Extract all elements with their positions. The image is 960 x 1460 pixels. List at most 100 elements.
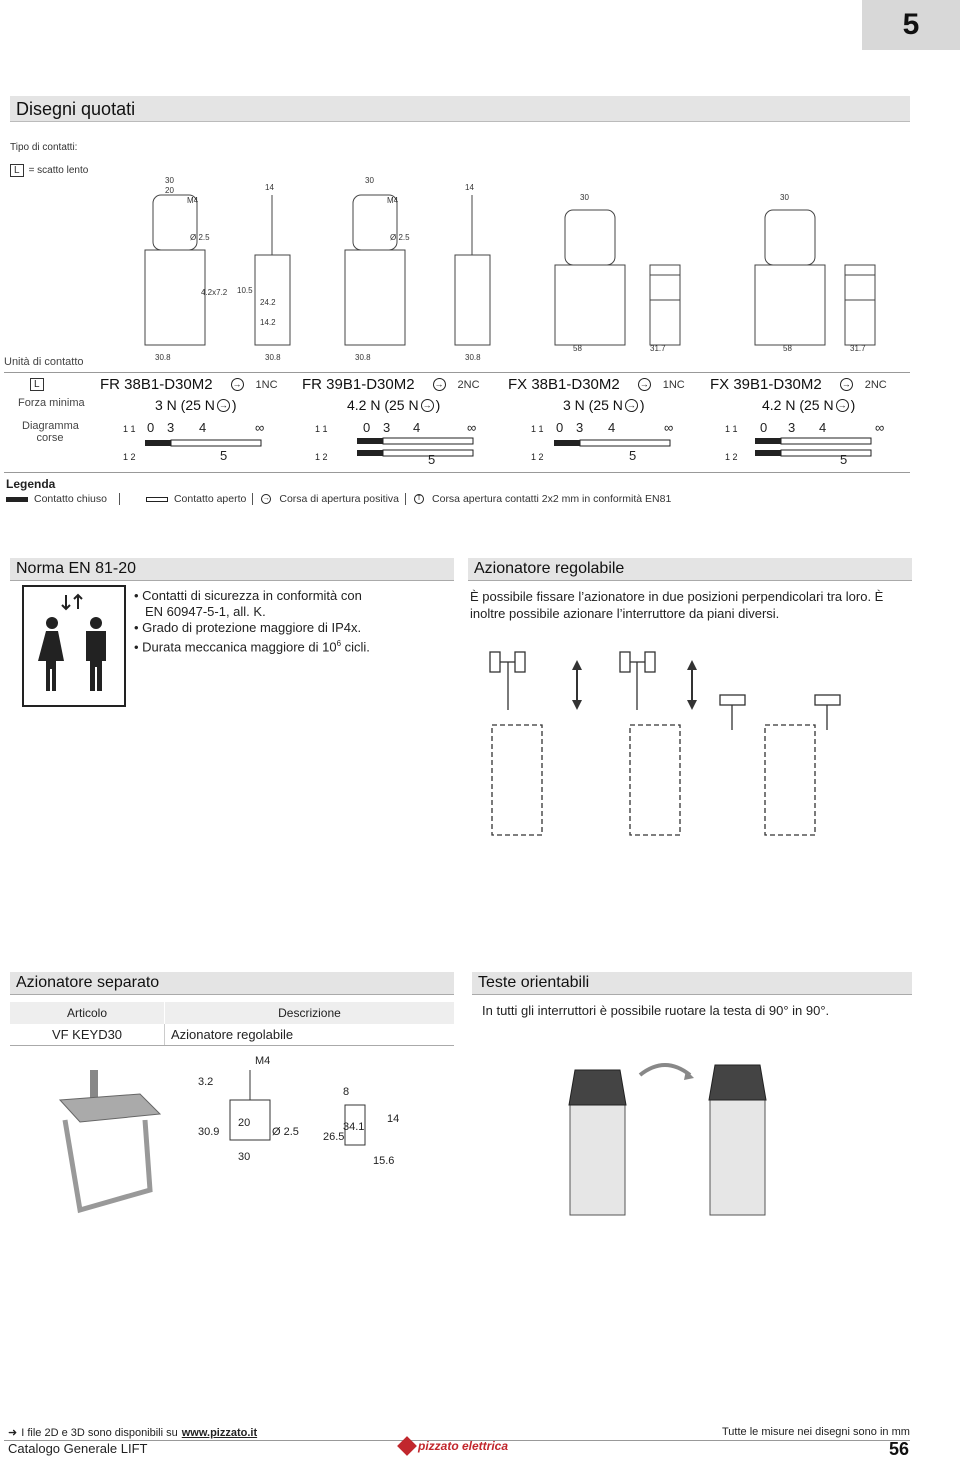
dim-label: 30 [165, 176, 174, 185]
travel-5: 5 [428, 452, 435, 467]
legenda-title: Legenda [6, 477, 56, 491]
travel-0: 0 [147, 420, 154, 435]
model-4: FX 39B1-D30M2 → 2NC [710, 376, 887, 393]
contact-label: 1 1 [725, 424, 738, 434]
positive-opening-icon: → [432, 378, 446, 391]
dim-label: 8 [343, 1086, 349, 1098]
dim-label: 31.7 [650, 344, 666, 353]
positive-opening-icon: → [230, 378, 244, 391]
contact-closed-bar [145, 440, 171, 446]
switch-body-4 [754, 264, 826, 346]
switch-body-2 [344, 249, 406, 346]
contact-type-L: L [10, 164, 24, 177]
dim-label: 14 [387, 1113, 399, 1125]
contact-label: 1 1 [315, 424, 328, 434]
dim-label: 34.1 [343, 1121, 364, 1133]
switch-front-3 [649, 274, 681, 301]
contact-closed-bar [755, 450, 781, 456]
row-label-diagramma: Diagramma corse [22, 420, 79, 444]
force-value: 4.2 N (25 N [347, 397, 419, 413]
force-value: 3 N (25 N [563, 397, 623, 413]
contact-open-bar [579, 439, 671, 447]
separato-dim-drawing: M4 3.2 30.9 20 Ø 2.5 30 26.5 8 34.1 14 1… [198, 1055, 399, 1167]
model-name: FR 38B1-D30M2 [100, 376, 213, 393]
footer-link[interactable]: www.pizzato.it [181, 1426, 258, 1439]
dimension-drawings: 30 20 M4 14 Ø 2.5 4.2x7.2 10.5 24.2 14.2… [144, 176, 876, 362]
people-icon [22, 585, 126, 707]
contact-label: 1 2 [315, 452, 328, 462]
travel-0: 0 [760, 420, 767, 435]
positive-opening-icon: → [624, 399, 638, 413]
open-swatch-icon [145, 496, 168, 502]
contact-type: 1NC [662, 378, 685, 391]
dim-label: 20 [165, 186, 174, 195]
dim-label: 58 [783, 344, 792, 353]
articolo-value: VF KEYD30 [10, 1024, 165, 1045]
switch-front-4 [844, 274, 876, 301]
travel-0: 0 [363, 420, 370, 435]
teste-text: In tutti gli interruttori è possibile ru… [482, 1003, 830, 1018]
positive-opening-icon: → [216, 399, 230, 413]
dim-label: M4 [187, 196, 199, 205]
dim-label: 20 [238, 1117, 250, 1129]
travel-inf: ∞ [664, 420, 673, 435]
force-value: 3 N (25 N [155, 397, 215, 413]
contact-type: 2NC [864, 378, 887, 391]
up-down-arrows-icon [61, 593, 83, 611]
dim-label: 10.5 [237, 286, 253, 295]
dim-label: 30.8 [355, 353, 371, 362]
contact-type: 2NC [457, 378, 480, 391]
footer-catalogo: Catalogo Generale LIFT [8, 1441, 148, 1456]
force-1: 3 N (25 N→) [155, 397, 237, 413]
regolabile-text: È possibile fissare l’azionatore in due … [470, 589, 884, 621]
dim-label: Ø 2.5 [190, 233, 210, 242]
travel-3: 3 [167, 420, 174, 435]
divider [4, 372, 910, 373]
actuator-1 [152, 194, 198, 251]
switch-body-3 [554, 264, 626, 346]
travel-inf: ∞ [255, 420, 264, 435]
force-3: 3 N (25 N→) [563, 397, 645, 413]
contact-open-bar [170, 439, 262, 447]
contact-closed-bar [357, 450, 383, 456]
page-number: 56 [889, 1439, 910, 1459]
travel-5: 5 [840, 452, 847, 467]
model-name: FR 39B1-D30M2 [302, 376, 415, 393]
contact-closed-bar [357, 438, 383, 444]
travel-diagrams: 1 1 1 2 1 1 1 2 1 1 1 2 1 1 1 2 0 3 4 ∞ … [123, 420, 884, 467]
legenda-chiuso: Contatto chiuso [34, 493, 107, 505]
contact-type-L-desc: = scatto lento [28, 165, 89, 176]
actuator-4 [764, 209, 816, 266]
model-2: FR 39B1-D30M2 → 2NC [302, 376, 480, 393]
section-tab: 5 [862, 0, 960, 50]
man-icon [86, 631, 106, 691]
travel-t-icon: T [414, 494, 425, 504]
teste-title: Teste orientabili [472, 972, 912, 995]
separato-table-row: VF KEYD30 Azionatore regolabile [10, 1024, 454, 1046]
contact-label: 1 2 [725, 452, 738, 462]
col-descrizione: Descrizione [165, 1002, 454, 1024]
contact-closed-bar [755, 438, 781, 444]
dim-label: 30 [365, 176, 374, 185]
positive-opening-icon: → [835, 399, 849, 413]
travel-inf: ∞ [467, 420, 476, 435]
contact-label: 1 1 [123, 424, 136, 434]
travel-inf: ∞ [875, 420, 884, 435]
norma-bullet-2: • Grado di protezione maggiore di IP4x. [134, 620, 362, 635]
actuator-photo [58, 1070, 162, 1214]
dim-label: 15.6 [373, 1155, 394, 1167]
footer-files: ➜ I file 2D e 3D sono disponibili su www… [8, 1426, 258, 1440]
contact-types-label: Tipo di contatti: [10, 142, 78, 153]
travel-4: 4 [199, 420, 206, 435]
contact-label: 1 1 [531, 424, 544, 434]
dim-label: 14 [465, 183, 474, 192]
actuator-3 [564, 209, 616, 266]
norma-title: Norma EN 81-20 [10, 558, 454, 581]
travel-3: 3 [788, 420, 795, 435]
positive-opening-icon: → [420, 399, 434, 413]
legenda-conformita: Corsa apertura contatti 2x2 mm in confor… [432, 493, 672, 505]
dim-label: 4.2x7.2 [201, 288, 228, 297]
travel-4: 4 [608, 420, 615, 435]
switch-body-1 [144, 249, 206, 346]
model-3: FX 38B1-D30M2 → 1NC [508, 376, 685, 393]
